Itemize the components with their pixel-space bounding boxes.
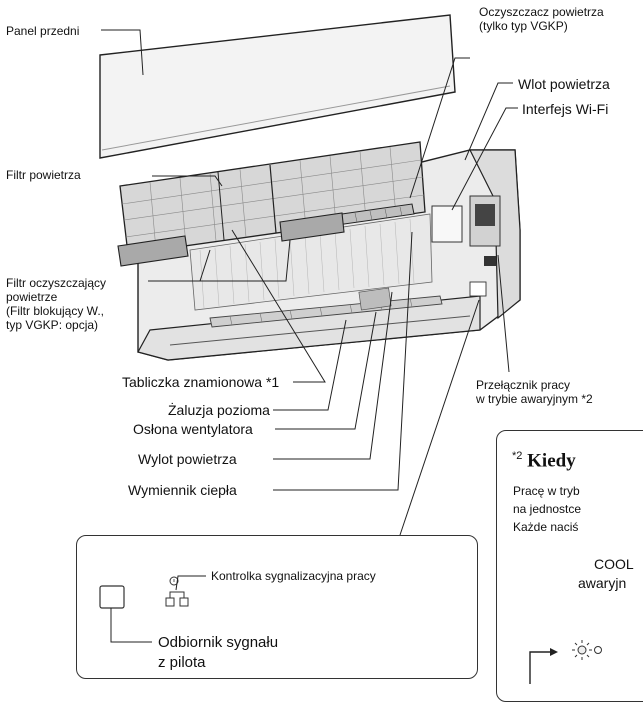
label-emergency-switch-line2: w trybie awaryjnym *2 — [476, 392, 593, 406]
label-horizontal-louver: Żaluzja pozioma — [168, 402, 270, 418]
label-nameplate: Tabliczka znamionowa *1 — [122, 374, 280, 390]
label-air-filter: Filtr powietrza — [6, 168, 81, 182]
diagram-stage: Panel przedni Oczyszczacz powietrza (tyl… — [6, 5, 643, 702]
label-purifying-filter-line2: powietrze — [6, 290, 58, 304]
note-drawing — [529, 640, 602, 684]
label-air-outlet: Wylot powietrza — [138, 451, 237, 467]
note-line-3: Każde naciś — [513, 520, 579, 534]
inset-box — [76, 535, 478, 679]
label-fan-guard: Osłona wentylatora — [133, 421, 253, 437]
note-line-1: Pracę w tryb — [513, 484, 580, 498]
label-heat-exchanger: Wymiennik ciepła — [128, 482, 237, 498]
label-signal-receiver-line1: Odbiornik sygnału — [158, 634, 279, 651]
label-wifi-interface: Interfejs Wi-Fi — [522, 101, 609, 117]
note-line-4: COOL — [594, 556, 634, 572]
leader-lines — [101, 29, 518, 536]
note-line-2: na jednostce — [513, 502, 582, 516]
inset-drawing — [99, 575, 206, 643]
off-indicator-icon — [594, 646, 602, 654]
label-front-panel: Panel przedni — [6, 24, 80, 38]
label-purifying-filter-line1: Filtr oczyszczający — [6, 276, 107, 290]
blink-icon — [572, 640, 592, 660]
label-emergency-switch-line1: Przełącznik pracy — [476, 378, 571, 392]
label-air-inlet: Wlot powietrza — [518, 76, 610, 92]
label-signal-receiver-line2: z pilota — [158, 654, 206, 671]
front-panel-shape — [99, 14, 456, 159]
label-air-purifier-line1: Oczyszczacz powietrza — [479, 5, 604, 19]
label-purifying-filter-line3: (Filtr blokujący W., — [6, 304, 105, 318]
unit-illustration — [99, 14, 521, 536]
label-purifying-filter-line4: typ VGKP: opcja) — [6, 318, 99, 332]
purifying-filter-shape — [117, 212, 345, 267]
note-title: *2 Kiedy — [512, 450, 576, 472]
label-operation-indicator: Kontrolka sygnalizacyjna pracy — [211, 569, 376, 583]
label-air-purifier-line2: (tylko typ VGKP) — [479, 19, 568, 33]
air-filter-shape — [119, 141, 426, 255]
note-line-5: awaryjn — [578, 575, 627, 591]
